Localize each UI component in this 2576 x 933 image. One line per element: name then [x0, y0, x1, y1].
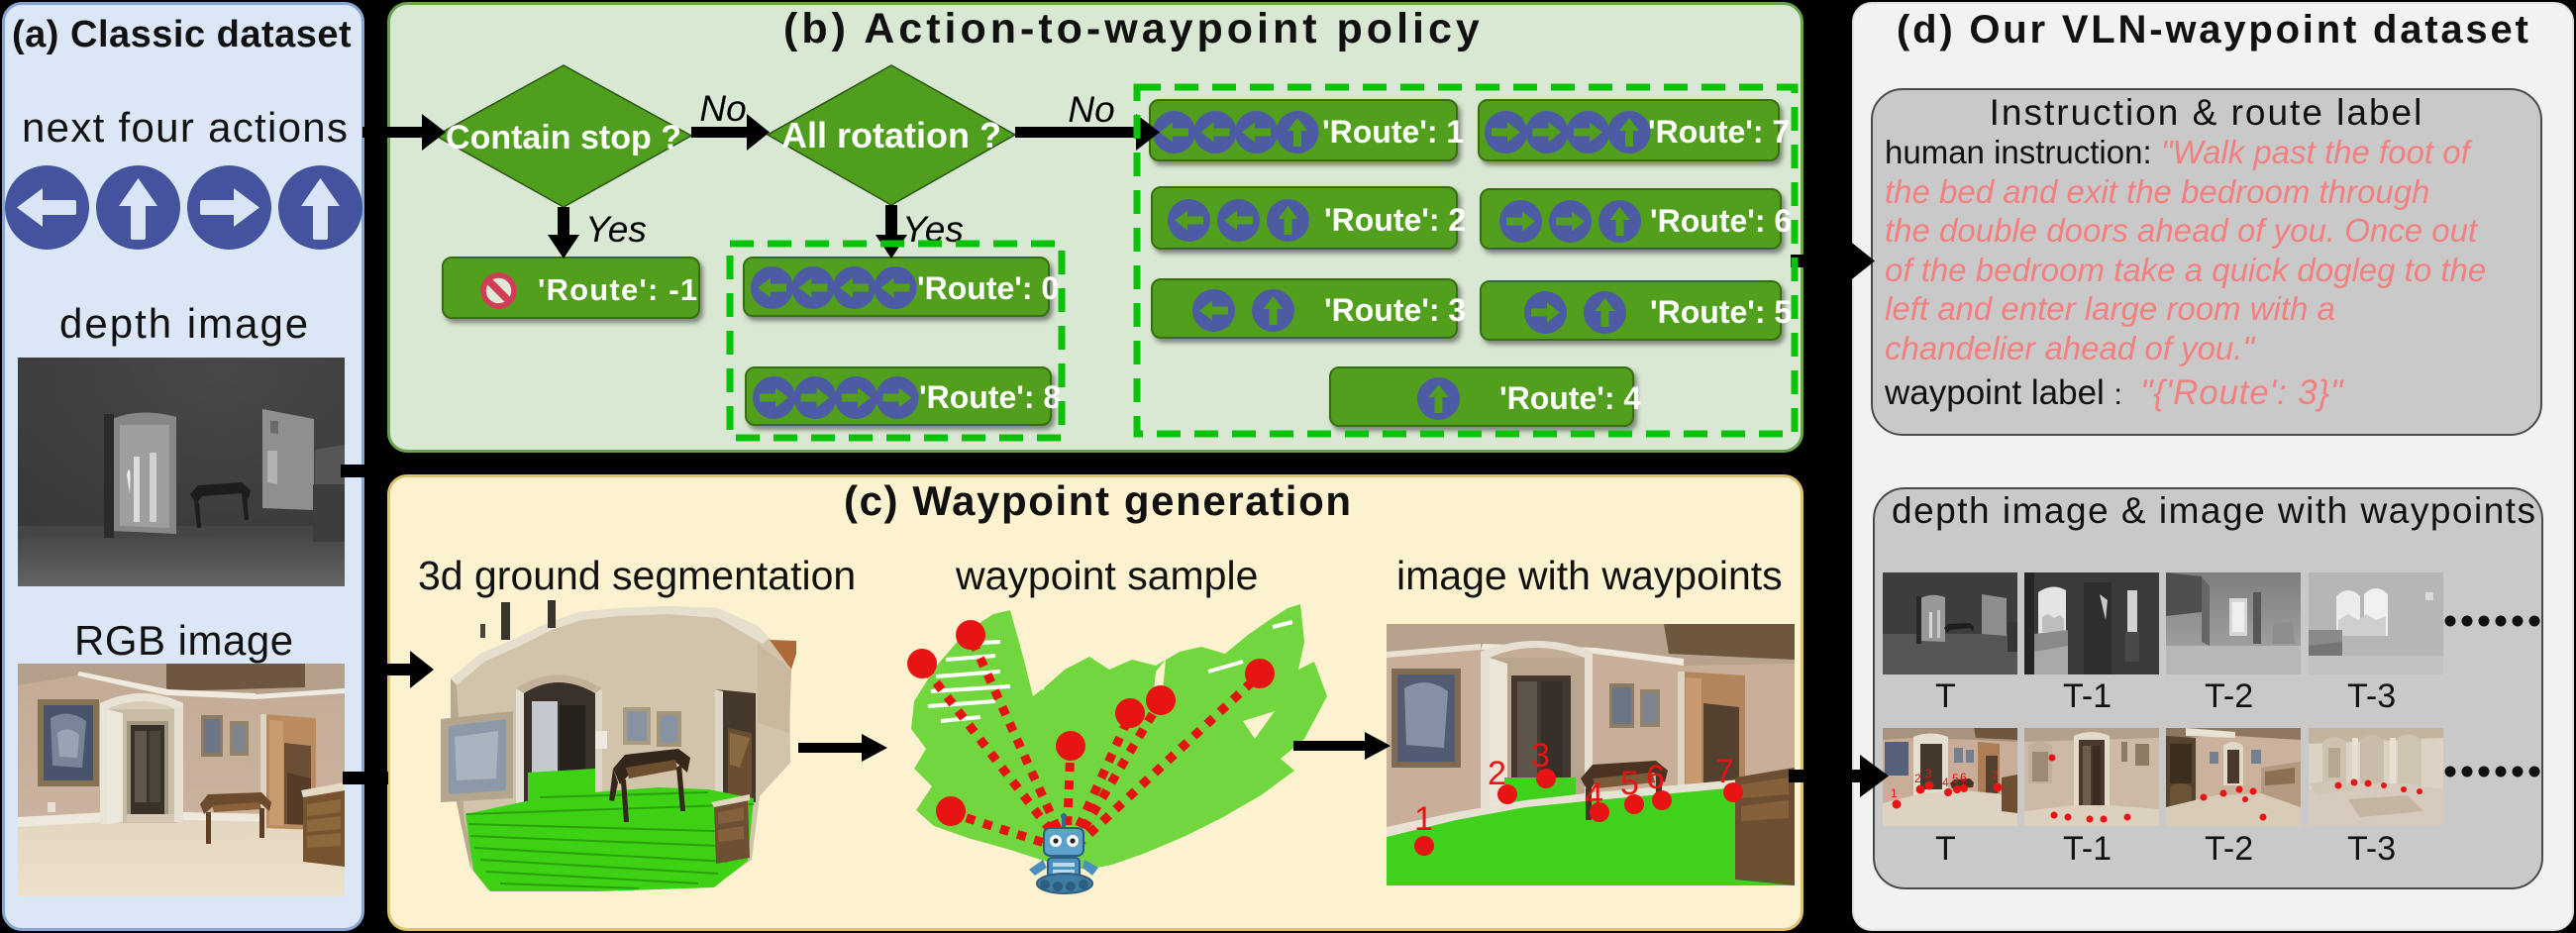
svg-text:5: 5 [1952, 772, 1959, 785]
svg-text:Yes: Yes [585, 209, 647, 250]
svg-text:No: No [699, 88, 746, 129]
svg-text:6: 6 [1960, 771, 1967, 784]
svg-text:4: 4 [1585, 777, 1603, 814]
svg-text:2: 2 [1914, 772, 1921, 785]
svg-text:5: 5 [1620, 765, 1639, 802]
svg-text:1: 1 [1414, 800, 1433, 838]
svg-text:3: 3 [1531, 737, 1550, 775]
svg-text:No: No [1068, 89, 1114, 130]
svg-text:2: 2 [1488, 755, 1506, 792]
svg-text:7: 7 [1715, 753, 1734, 790]
svg-text:1: 1 [1891, 786, 1898, 800]
svg-text:6: 6 [1646, 759, 1665, 796]
svg-text:4: 4 [1942, 776, 1949, 789]
svg-text:3: 3 [1925, 767, 1932, 780]
svg-text:All rotation ?: All rotation ? [781, 115, 1001, 156]
svg-text:7: 7 [1992, 769, 1999, 782]
svg-text:Contain stop ?: Contain stop ? [446, 119, 681, 156]
